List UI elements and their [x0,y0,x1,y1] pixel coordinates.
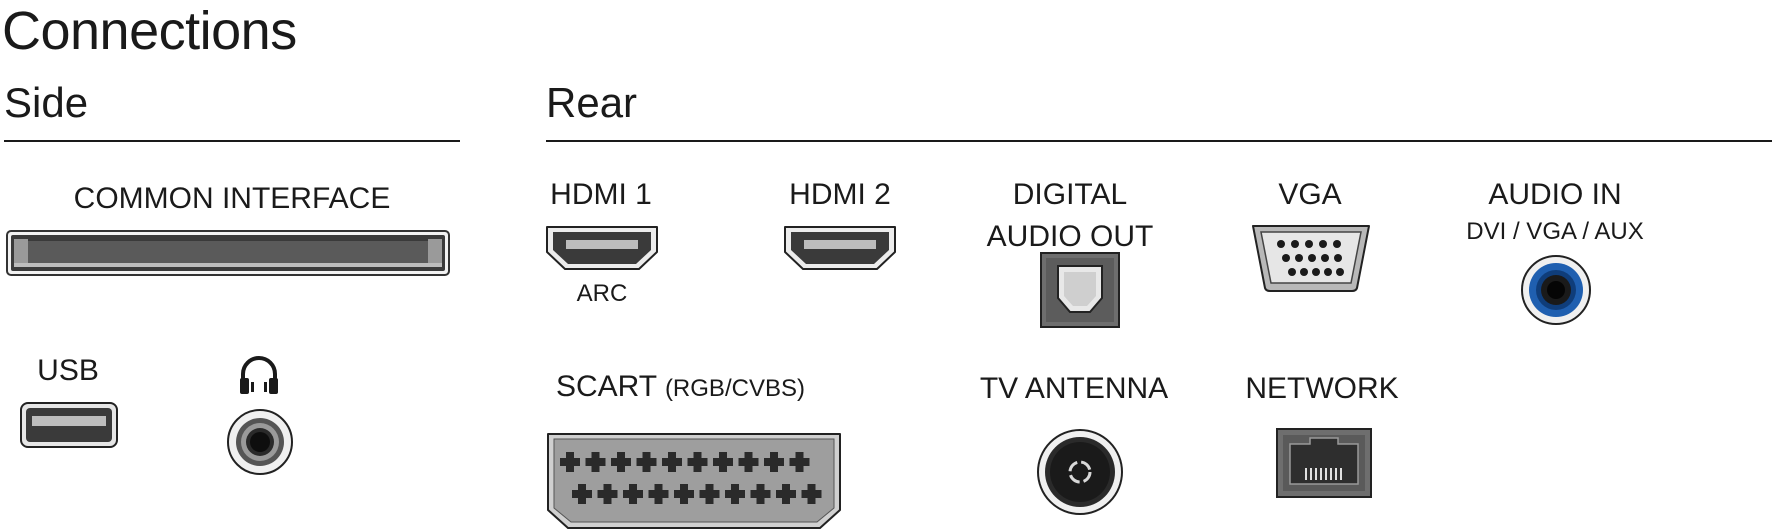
scart-pin [674,484,694,504]
network-label: NETWORK [1245,372,1399,405]
scart-pin [636,452,657,472]
vga-pin [1319,240,1327,248]
tv-antenna-label: TV ANTENNA [979,372,1169,405]
scart-pin [611,452,631,472]
network-contact [1335,468,1337,480]
scart-pin [725,484,745,504]
vga-pin [1295,254,1303,262]
scart-pin [560,452,580,472]
page-title: Connections [2,1,297,61]
network-port[interactable] [1276,428,1372,498]
scart-pin [572,484,592,504]
vga-pin [1321,254,1329,262]
section-rear-title: Rear [546,79,638,126]
vga-pin [1277,240,1285,248]
scart-pin [750,484,771,504]
scart-pin [776,484,796,504]
scart-pin [687,452,708,472]
vga-pin [1336,268,1344,276]
hdmi2-label: HDMI 2 [789,178,891,211]
section-rear-divider [546,140,1772,142]
vga-pin [1334,254,1342,262]
vga-port[interactable] [1250,222,1372,294]
vga-pin-grid [1277,240,1344,276]
scart-pin [713,452,733,472]
vga-pin [1288,268,1296,276]
network-contacts [1305,468,1342,480]
network-contact [1310,468,1312,480]
usb-label: USB [37,354,99,387]
scart-port[interactable] [546,430,842,530]
scart-pin [764,452,784,472]
scart-label: SCART [556,370,657,403]
network-contact [1305,468,1307,480]
digital-audio-out-label-line1: DIGITAL [1012,178,1128,211]
headphones-icon [240,356,278,394]
scart-pin [801,484,822,504]
scart-sub-label: (RGB/CVBS) [664,375,805,402]
common-interface-slot[interactable] [6,230,450,276]
audio-in-sub-label: DVI / VGA / AUX [1466,218,1644,245]
vga-pin [1305,240,1313,248]
scart-pin [662,452,682,472]
vga-pin [1312,268,1320,276]
vga-pin [1291,240,1299,248]
hdmi1-label: HDMI 1 [550,178,652,211]
scart-pin [738,452,759,472]
scart-pin [585,452,606,472]
section-side-divider [4,140,460,142]
hdmi1-port[interactable] [544,224,660,272]
vga-pin [1333,240,1341,248]
scart-pin [789,452,810,472]
audio-in-label: AUDIO IN [1488,178,1622,211]
usb-port[interactable] [20,402,118,448]
headphone-jack[interactable] [226,408,294,476]
vga-label: VGA [1278,178,1342,211]
hdmi1-arc-label: ARC [576,280,628,307]
common-interface-label: COMMON INTERFACE [73,182,391,215]
scart-label-group: SCART (RGB/CVBS) [556,372,805,402]
vga-pin [1282,254,1290,262]
hdmi2-port[interactable] [782,224,898,272]
scart-pin [597,484,618,504]
network-contact [1320,468,1322,480]
scart-pin-grid [560,452,822,504]
network-contact [1325,468,1327,480]
digital-audio-out-port[interactable] [1040,252,1120,328]
scart-pin [699,484,720,504]
audio-in-jack[interactable] [1520,254,1592,326]
section-side-title: Side [4,79,89,126]
vga-pin [1308,254,1316,262]
vga-pin [1324,268,1332,276]
network-contact [1340,468,1342,480]
scart-pin [623,484,643,504]
vga-pin [1300,268,1308,276]
tv-antenna-port[interactable] [1036,428,1124,516]
network-contact [1315,468,1317,480]
network-contact [1330,468,1332,480]
digital-audio-out-label-line2: AUDIO OUT [986,220,1154,253]
scart-pin [648,484,669,504]
